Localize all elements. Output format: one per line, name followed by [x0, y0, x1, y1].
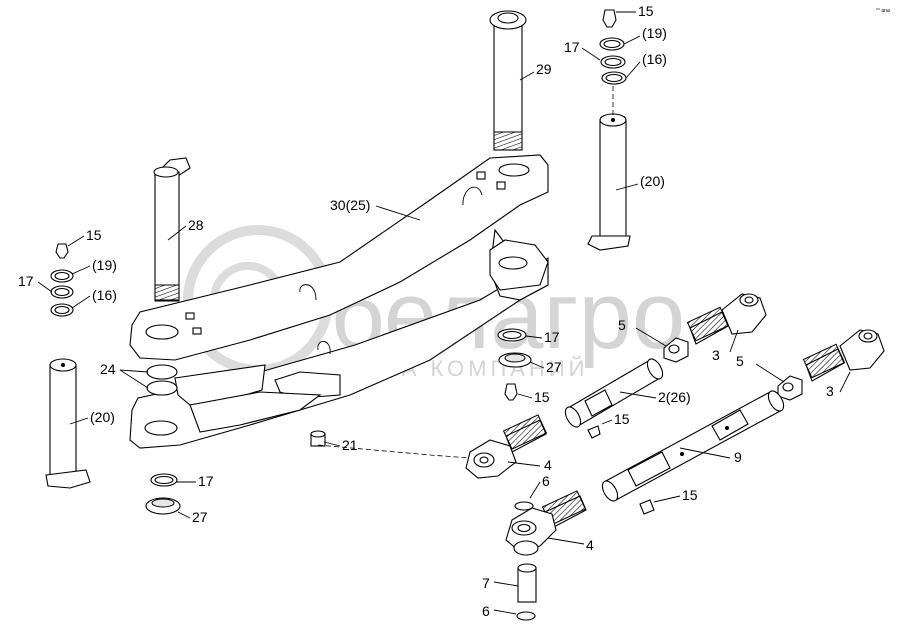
callout-19-left: (19) [92, 257, 117, 273]
callout-4-lower: 4 [586, 537, 594, 553]
corner-mark: °° ana [876, 8, 890, 14]
tie-rod-3-upper [663, 293, 767, 363]
callout-7: 7 [482, 575, 490, 591]
callout-6-lower: 6 [482, 603, 490, 619]
right-pin-stack [587, 9, 631, 251]
callout-labels: 15 (19) 17 (16) 29 (20) 30(25) 28 15 (19… [18, 3, 834, 619]
callout-15-middle: 15 [534, 389, 550, 405]
pin-29 [489, 10, 527, 151]
fitting-15-tube2 [587, 425, 601, 439]
pin-28 [153, 157, 191, 302]
callout-3-lower: 3 [826, 383, 834, 399]
callout-19-top-right: (19) [642, 25, 667, 41]
callout-29: 29 [536, 61, 552, 77]
callout-20-right: (20) [640, 173, 665, 189]
rod-end-4-upper [465, 414, 548, 479]
rings-24 [146, 364, 178, 396]
middle-ring-nut [497, 328, 532, 401]
yoke-part-30 [129, 154, 549, 449]
callout-2-26: 2(26) [658, 389, 691, 405]
bushing-21 [310, 430, 326, 447]
callout-17-middle: 17 [544, 329, 560, 345]
leader-lines [37, 11, 851, 615]
left-pin-stack [45, 243, 91, 489]
callout-17-left: 17 [18, 273, 34, 289]
callout-15-tube2: 15 [614, 411, 630, 427]
lower-left-ring-nut [145, 473, 181, 515]
tie-rod-3-lower [777, 329, 885, 401]
callout-30-25: 30(25) [330, 197, 370, 213]
callout-4-upper: 4 [544, 457, 552, 473]
callout-15-tube9: 15 [682, 487, 698, 503]
callout-5-lower: 5 [736, 353, 744, 369]
rod-end-4-lower [505, 490, 587, 556]
callout-27-lower-left: 27 [192, 509, 208, 525]
callout-5-upper: 5 [618, 317, 626, 333]
tube-2 [564, 358, 664, 428]
callout-21: 21 [342, 437, 358, 453]
callout-24: 24 [100, 361, 116, 377]
callout-20-left: (20) [90, 409, 115, 425]
callout-17-top-right: 17 [564, 39, 580, 55]
ring-6-bottom [516, 611, 536, 621]
fitting-15-tube9 [639, 499, 655, 515]
tube-9 [601, 390, 785, 502]
callout-28: 28 [188, 217, 204, 233]
callout-15-left: 15 [86, 227, 102, 243]
pin-7 [517, 563, 537, 603]
callout-16-top-right: (16) [642, 51, 667, 67]
callout-16-left: (16) [92, 287, 117, 303]
callout-27-middle: 27 [546, 359, 562, 375]
callout-17-lower-left: 17 [198, 473, 214, 489]
ring-6-top [514, 501, 534, 511]
callout-6-upper: 6 [542, 473, 550, 489]
callout-15-top-right: 15 [638, 3, 654, 19]
callout-3-upper: 3 [712, 347, 720, 363]
callout-9: 9 [734, 449, 742, 465]
